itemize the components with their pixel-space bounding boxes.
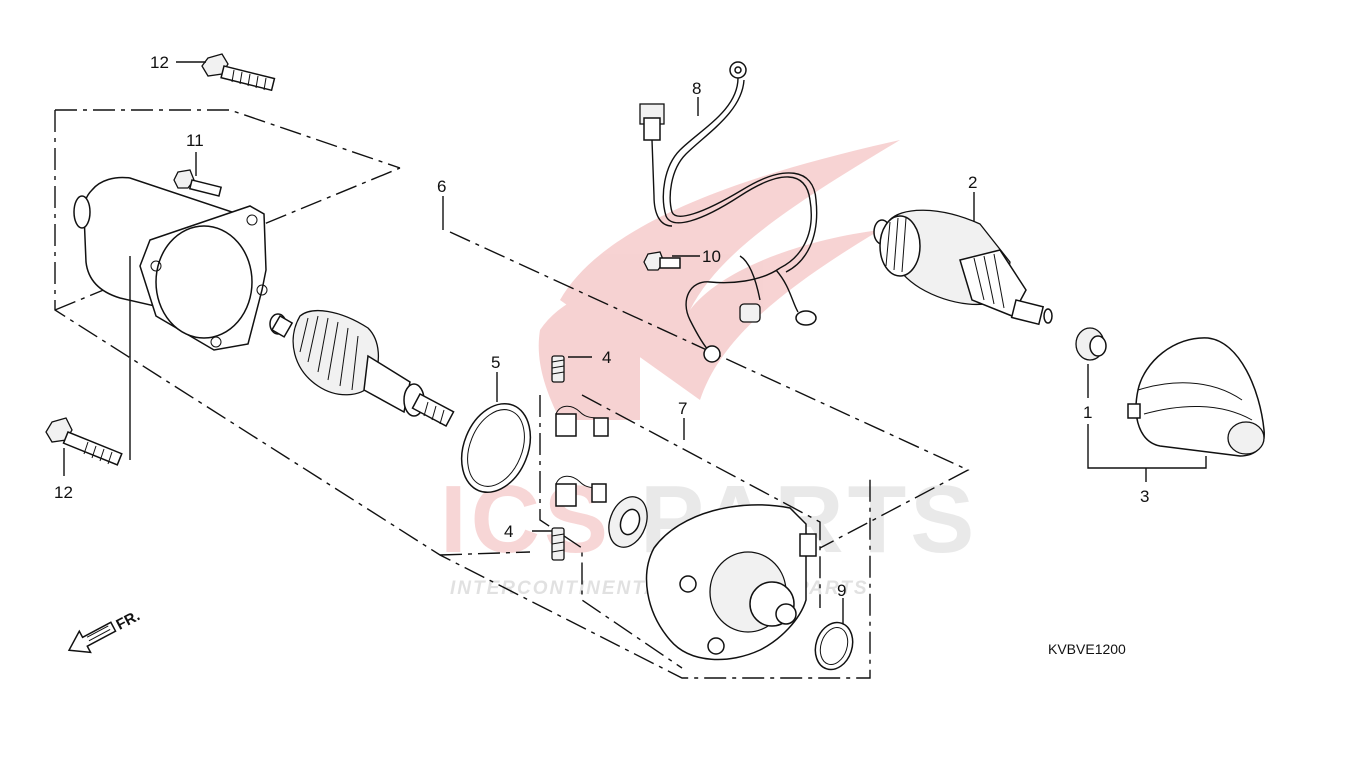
starter-clutch-2 bbox=[873, 209, 1053, 326]
front-direction-arrow: FR. bbox=[67, 607, 143, 654]
armature bbox=[269, 310, 455, 427]
callout-6: 6 bbox=[437, 177, 446, 196]
motor-housing bbox=[73, 176, 268, 460]
spring-4-top bbox=[551, 355, 565, 383]
callout-11: 11 bbox=[186, 131, 204, 150]
watermark-logo-swoosh bbox=[538, 140, 900, 420]
bolt-11 bbox=[173, 169, 223, 197]
callout-12-bottom: 12 bbox=[54, 483, 73, 502]
end-cover bbox=[645, 504, 817, 661]
group-outlines bbox=[54, 109, 970, 679]
callout-10: 10 bbox=[702, 247, 721, 266]
direction-label: FR. bbox=[113, 607, 142, 633]
watermark-brand-left: ICS bbox=[440, 466, 612, 573]
front-cover-3 bbox=[1127, 337, 1265, 457]
arrow-left-icon bbox=[67, 621, 117, 654]
wire-harness-8 bbox=[639, 61, 818, 363]
callout-2: 2 bbox=[968, 173, 977, 192]
screw-10 bbox=[643, 251, 681, 271]
o-ring-9 bbox=[814, 621, 854, 671]
callout-3: 3 bbox=[1140, 487, 1149, 506]
brush-upper bbox=[555, 405, 609, 437]
callout-12-top: 12 bbox=[150, 53, 169, 72]
diagram-code: KVBVE1200 bbox=[1048, 641, 1126, 657]
leader-lines bbox=[63, 61, 1207, 624]
callout-7: 7 bbox=[678, 399, 687, 418]
spring-4-bottom bbox=[551, 527, 565, 561]
callout-5: 5 bbox=[491, 353, 500, 372]
callouts: 12 11 12 6 5 4 4 7 8 10 2 1 3 9 bbox=[54, 53, 1149, 600]
bearing bbox=[608, 496, 648, 548]
callout-1: 1 bbox=[1083, 403, 1092, 422]
bolt-12-top bbox=[201, 53, 276, 92]
callout-8: 8 bbox=[692, 79, 701, 98]
callout-4-bottom: 4 bbox=[504, 522, 513, 541]
callout-4-top: 4 bbox=[602, 348, 611, 367]
brush-lower bbox=[555, 475, 607, 507]
bolt-12-bottom bbox=[45, 417, 123, 466]
bushing-1 bbox=[1075, 327, 1107, 361]
callout-9: 9 bbox=[837, 581, 846, 600]
o-ring-5 bbox=[460, 402, 532, 494]
